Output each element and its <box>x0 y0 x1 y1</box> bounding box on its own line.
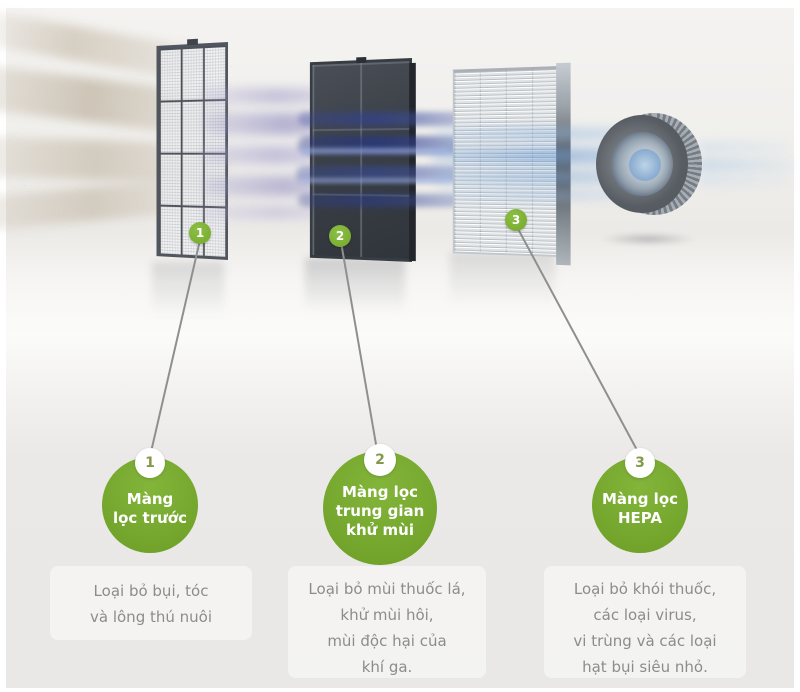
blue-airflow-stream <box>300 148 450 154</box>
pre-filter-reflection <box>152 262 224 317</box>
marker-number: 3 <box>511 213 521 227</box>
blue-airflow-stream <box>298 194 464 207</box>
deodorizing-filter-side <box>409 62 416 262</box>
step-title-line: trung gian <box>335 502 425 520</box>
description-line: các loại virus, <box>593 606 697 624</box>
hepa-filter-reflection <box>450 252 555 307</box>
step-number-badge: 3 <box>625 448 655 478</box>
description-box-2 <box>288 566 486 678</box>
description-line: vi trùng và các loại <box>573 632 717 650</box>
step-circle-1: 1 Màng lọc trước <box>102 448 198 553</box>
step-number: 1 <box>145 455 155 471</box>
description-box-3 <box>544 566 746 678</box>
filter-marker-1: 1 <box>189 222 211 244</box>
deodorizing-filter-illustration <box>309 56 416 262</box>
description-line: khử mùi hôi, <box>340 606 434 624</box>
purple-airflow-stream <box>200 206 338 219</box>
description-line: Loại bỏ khói thuốc, <box>573 580 717 598</box>
step-description-1: Loại bỏ bụi, tóc và lông thú nuôi <box>50 578 252 630</box>
fan-shadow <box>600 232 696 246</box>
blue-airflow-stream <box>300 178 450 183</box>
step-title-line: Màng lọc <box>601 490 679 508</box>
step-number-badge: 1 <box>135 448 165 478</box>
description-line: khí ga. <box>361 658 413 676</box>
pre-filter-tab <box>187 38 199 46</box>
step-number: 3 <box>635 455 645 471</box>
marker-number: 2 <box>335 229 345 243</box>
step-circle-2: 2 Màng lọc trung gian khử mùi <box>323 444 437 565</box>
step-description-2: Loại bỏ mùi thuốc lá, khử mùi hôi, mùi đ… <box>288 576 486 680</box>
deodorizing-filter-reflection <box>305 258 405 313</box>
blue-airflow-stream <box>298 112 466 126</box>
description-line: và lông thú nuôi <box>90 608 212 626</box>
step-title-line: khử mùi <box>345 521 414 539</box>
description-box-1 <box>50 566 252 640</box>
filter-marker-2: 2 <box>329 225 351 247</box>
light-blue-airflow-stream <box>430 148 646 164</box>
step-description-3: Loại bỏ khói thuốc, các loại virus, vi t… <box>544 576 746 680</box>
step-number-badge: 2 <box>364 444 396 476</box>
light-blue-airflow-stream <box>432 128 644 140</box>
filter-marker-3: 3 <box>505 209 527 231</box>
light-blue-airflow-stream <box>698 158 796 172</box>
light-blue-airflow-stream <box>432 170 644 184</box>
description-line: mùi độc hại của <box>327 632 447 650</box>
deodorizing-filter-grid <box>312 61 410 259</box>
light-blue-airflow-stream <box>436 190 632 200</box>
purple-airflow-stream <box>200 88 340 104</box>
light-blue-airflow-stream <box>698 176 790 186</box>
step-title-line: lọc trước <box>112 509 187 527</box>
description-line: Loại bỏ bụi, tóc <box>93 582 209 600</box>
step-title-line: Màng lọc <box>341 483 419 501</box>
fan-illustration <box>596 112 702 216</box>
step-circle-3: 3 Màng lọc HEPA <box>592 448 688 553</box>
description-line: hạt bụi siêu nhỏ. <box>582 658 708 676</box>
hepa-filter-frame <box>556 62 571 266</box>
marker-number: 1 <box>195 226 205 240</box>
step-title-line: Màng <box>126 490 174 508</box>
light-blue-airflow-stream <box>698 142 790 152</box>
fan-intake <box>629 149 661 181</box>
description-line: Loại bỏ mùi thuốc lá, <box>308 580 466 598</box>
deodorizing-filter-tab <box>356 56 367 64</box>
step-number: 2 <box>375 452 385 468</box>
step-title-line: HEPA <box>617 509 663 527</box>
